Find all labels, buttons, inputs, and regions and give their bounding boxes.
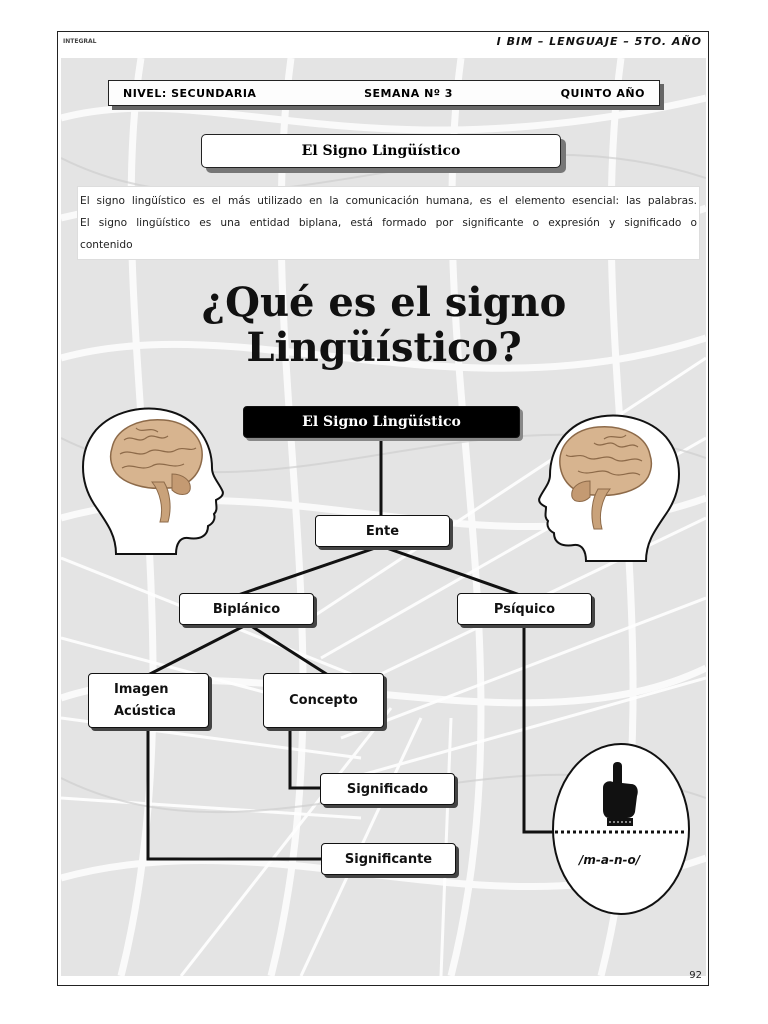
head-brain-icon-left — [76, 404, 226, 564]
node-biplanico: Biplánico — [179, 593, 314, 625]
page-header: I BIM – LENGUAJE – 5TO. AÑO — [496, 35, 702, 48]
head-brain-icon — [538, 414, 680, 562]
pointing-hand-icon — [603, 762, 638, 826]
node-signo-linguistico: El Signo Lingüístico — [243, 406, 520, 438]
imagen-line-1: Imagen — [114, 681, 169, 697]
intro-line-1: El signo lingüístico es el más utilizado… — [80, 195, 697, 207]
intro-line-2: El signo lingüístico es una entidad bipl… — [80, 217, 697, 229]
intro-line-3: contenido — [80, 239, 133, 251]
node-ente: Ente — [315, 515, 450, 547]
intro-paragraph: El signo lingüístico es el más utilizado… — [77, 186, 700, 260]
main-title-line-1: ¿Qué es el signo — [201, 279, 567, 326]
page-number: 92 — [689, 970, 702, 981]
topic-title: El Signo Lingüístico — [201, 134, 561, 168]
mano-oval — [552, 743, 690, 915]
mano-label: /m-a-n-o/ — [579, 853, 641, 867]
head-brain-icon — [82, 407, 224, 555]
main-title: ¿Qué es el signo Lingüístico? — [58, 279, 708, 371]
grado-label: QUINTO AÑO — [560, 86, 645, 100]
node-imagen-acustica: Imagen Acústica — [88, 673, 209, 728]
node-psiquico: Psíquico — [457, 593, 592, 625]
semana-label: SEMANA Nº 3 — [364, 86, 453, 100]
main-title-line-2: Lingüístico? — [246, 324, 522, 371]
logo: INTEGRAL — [63, 38, 96, 45]
node-concepto: Concepto — [263, 673, 384, 728]
node-imagen-acustica-text: Imagen Acústica — [114, 679, 176, 723]
nivel-label: NIVEL: SECUNDARIA — [123, 86, 257, 100]
node-significante: Significante — [321, 843, 456, 875]
node-significado: Significado — [320, 773, 455, 805]
page-frame: INTEGRAL I BIM – LENGUAJE – 5TO. AÑO NIV… — [57, 31, 709, 986]
head-brain-icon-right — [536, 411, 686, 571]
imagen-line-2: Acústica — [114, 703, 176, 719]
logo-text: INTEGRAL — [63, 38, 97, 45]
level-bar: NIVEL: SECUNDARIA SEMANA Nº 3 QUINTO AÑO — [108, 80, 660, 106]
